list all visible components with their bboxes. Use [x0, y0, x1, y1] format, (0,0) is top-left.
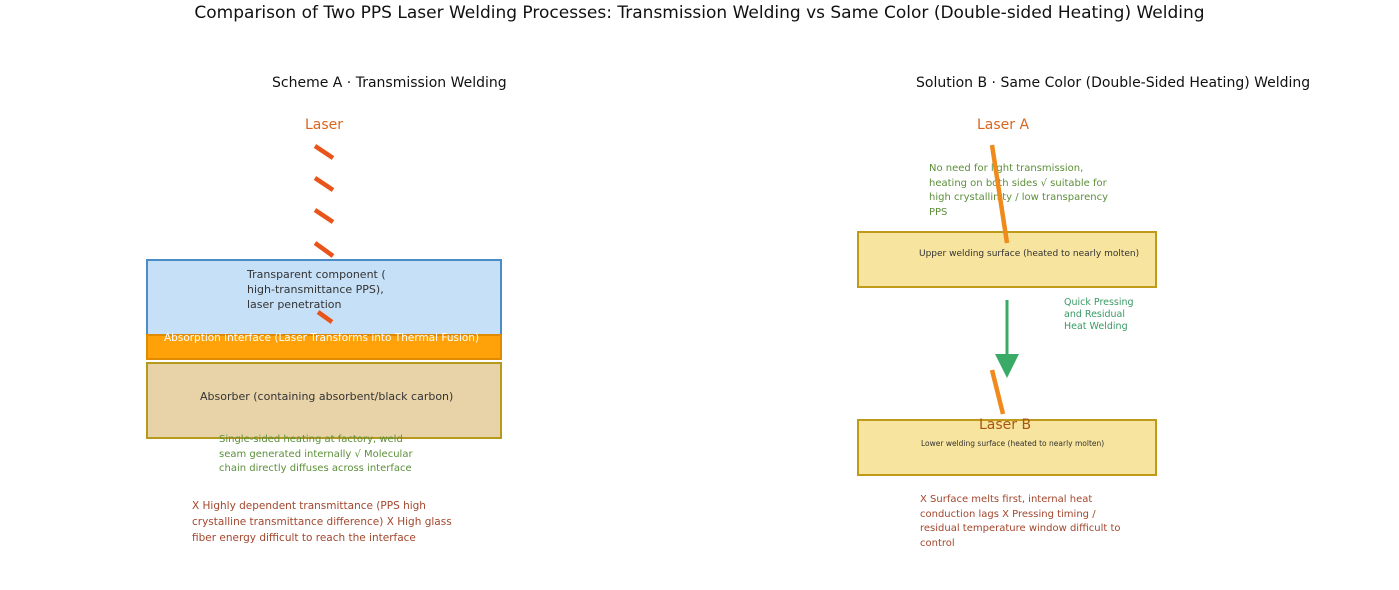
absorber-box: [146, 362, 502, 439]
scheme-a-laser-beam: [313, 144, 335, 324]
solution-b-drawback-note: X Surface melts first, internal heat con…: [920, 494, 1121, 549]
laser-b-label: Laser B: [979, 417, 1032, 433]
solution-b-title: Solution B · Same Color (Double-Sided He…: [916, 75, 1311, 91]
laser-dash: [313, 241, 335, 258]
lower-welding-surface-label: Lower welding surface (heated to nearly …: [921, 439, 1105, 448]
laser-b-beam: [989, 369, 1006, 415]
scheme-a-laser-label: Laser: [305, 117, 344, 133]
solution-b-advantage-note: No need for light transmission, heating …: [929, 163, 1109, 218]
figure-title: Comparison of Two PPS Laser Welding Proc…: [194, 3, 1205, 23]
absorber-label: Absorber (containing absorbent/black car…: [200, 390, 454, 403]
scheme-a-title: Scheme A · Transmission Welding: [272, 75, 507, 91]
transparent-component-label: Transparent component ( high-transmittan…: [247, 268, 386, 311]
upper-welding-surface-label: Upper welding surface (heated to nearly …: [919, 249, 1140, 259]
pressing-note: Quick Pressing and Residual Heat Welding: [1064, 297, 1134, 332]
laser-dash: [313, 208, 335, 224]
laser-dash: [313, 176, 335, 192]
laser-a-label: Laser A: [977, 117, 1030, 133]
scheme-a-drawback-note: X Highly dependent transmittance (PPS hi…: [192, 500, 452, 544]
absorption-interface-label: Absorption interface (Laser Transforms i…: [164, 332, 480, 344]
scheme-a-advantage-note: Single-sided heating at factory, weld se…: [219, 434, 413, 474]
absorption-interface-box: [146, 334, 502, 360]
laser-dash: [313, 144, 335, 160]
laser-a-beam: [989, 144, 1010, 244]
lower-welding-surface-box: [857, 419, 1157, 476]
laser-dash: [316, 310, 334, 324]
